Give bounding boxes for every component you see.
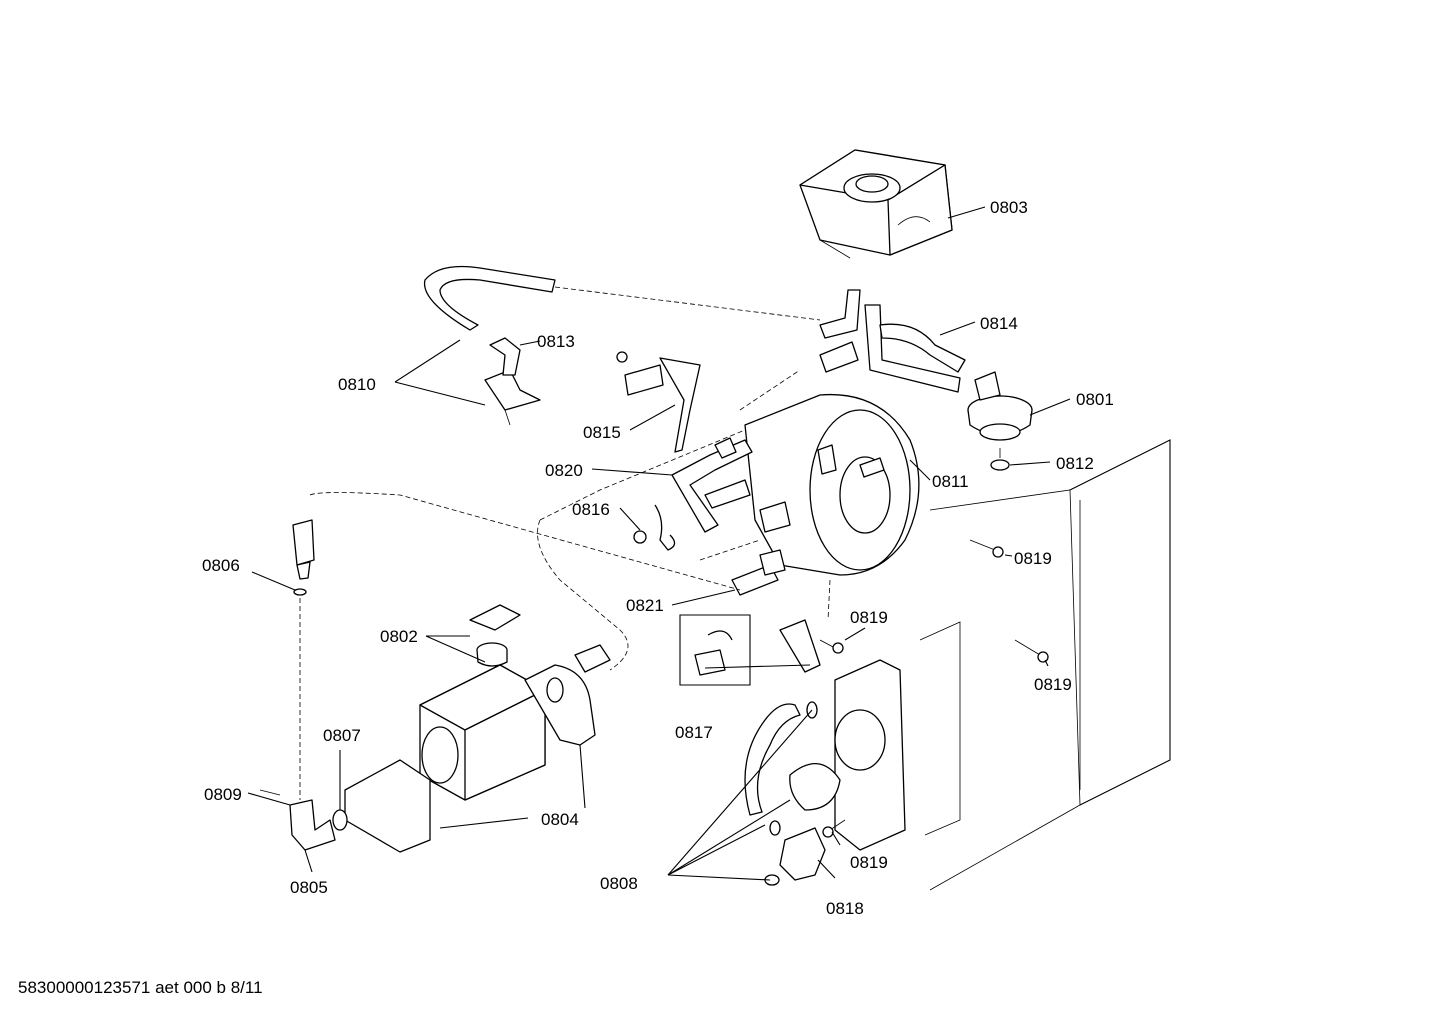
part-0816-clip: [633, 504, 676, 551]
part-back-panel: [919, 439, 1171, 891]
label-0821: 0821: [626, 596, 664, 615]
label-0817: 0817: [675, 723, 713, 742]
part-labels: 0803 0814 0801 0812 0813 0810 0815 0820 …: [202, 198, 1114, 918]
label-0819-b: 0819: [850, 608, 888, 627]
part-0801-pressure-switch: [967, 371, 1033, 441]
label-0806: 0806: [202, 556, 240, 575]
label-0804: 0804: [541, 810, 579, 829]
part-0813-elbow: [489, 337, 521, 376]
label-0810: 0810: [338, 375, 376, 394]
part-0819-screws: [819, 539, 1049, 838]
label-0801: 0801: [1076, 390, 1114, 409]
part-0802-thermostat: [469, 604, 521, 667]
part-0815-sensor: [616, 351, 701, 453]
label-0802: 0802: [380, 627, 418, 646]
label-0808: 0808: [600, 874, 638, 893]
part-0811-boiler: [744, 393, 920, 576]
label-0803: 0803: [990, 198, 1028, 217]
part-0820-hose: [671, 437, 753, 533]
document-id-footer: 58300000123571 aet 000 b 8/11: [18, 978, 263, 997]
part-0812-washer: [990, 448, 1010, 471]
label-0814: 0814: [980, 314, 1018, 333]
part-control-unit: [779, 619, 906, 851]
label-0812: 0812: [1056, 454, 1094, 473]
part-0803-water-tank: [799, 149, 953, 259]
part-0804-pump: [344, 644, 611, 853]
label-0819-a: 0819: [1014, 549, 1052, 568]
part-0810-hose: [423, 265, 821, 426]
label-0819-c: 0819: [1034, 675, 1072, 694]
label-0811: 0811: [932, 472, 969, 491]
label-0816: 0816: [572, 500, 610, 519]
part-0814-hoses: [819, 289, 966, 393]
part-0821-sleeve: [731, 549, 786, 596]
label-0805: 0805: [290, 878, 328, 897]
label-0820: 0820: [545, 461, 583, 480]
label-0807: 0807: [323, 726, 361, 745]
part-0805-elbow: [259, 789, 336, 851]
label-0813: 0813: [537, 332, 575, 351]
part-0817-clip-detail: [679, 614, 751, 686]
part-0818-elbow: [779, 827, 826, 881]
label-0809: 0809: [204, 785, 242, 804]
label-0815: 0815: [583, 423, 621, 442]
leader-lines: [247, 206, 1071, 881]
part-0806-valve: [292, 519, 315, 800]
label-0819-d: 0819: [850, 853, 888, 872]
label-0818: 0818: [826, 899, 864, 918]
part-0807-o-ring: [332, 809, 348, 831]
